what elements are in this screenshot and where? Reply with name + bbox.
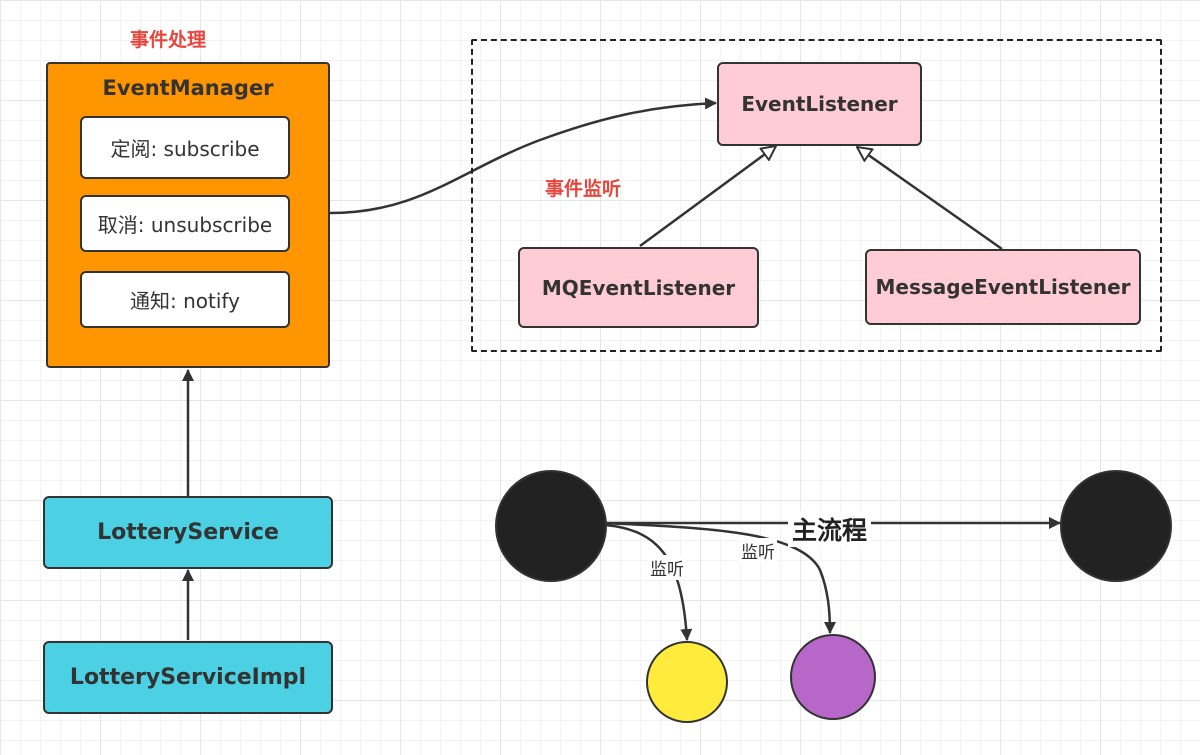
listen-label-2: 监听 [739,538,777,563]
message-inherits-edge [857,147,1003,251]
unsubscribe-method: 取消: unsubscribe [80,195,290,252]
listen-purple-edge [604,521,836,634]
lottery-service-box: LotteryService [43,496,333,569]
event-listening-label: 事件监听 [545,178,622,200]
message-event-listener-box: MessageEventListener [865,249,1141,325]
manager-to-listener-edge [329,97,717,215]
mq-event-listener-box: MQEventListener [518,247,759,328]
listen-yellow-edge [604,523,693,641]
yellow-listener-node [646,641,728,723]
end-node [1060,470,1172,582]
purple-listener-node [790,634,876,720]
event-manager-title: EventManager [102,76,274,100]
event-handling-label: 事件处理 [130,29,207,51]
event-listener-box: EventListener [717,62,922,146]
listen-label-1: 监听 [648,555,686,580]
subscribe-method: 定阅: subscribe [80,116,290,179]
start-node [495,470,607,582]
notify-method: 通知: notify [80,271,290,328]
mq-inherits-edge [639,146,776,248]
listener-group [471,39,1162,352]
lottery-service-impl-box: LotteryServiceImpl [43,641,333,714]
main-flow-label: 主流程 [788,511,872,547]
